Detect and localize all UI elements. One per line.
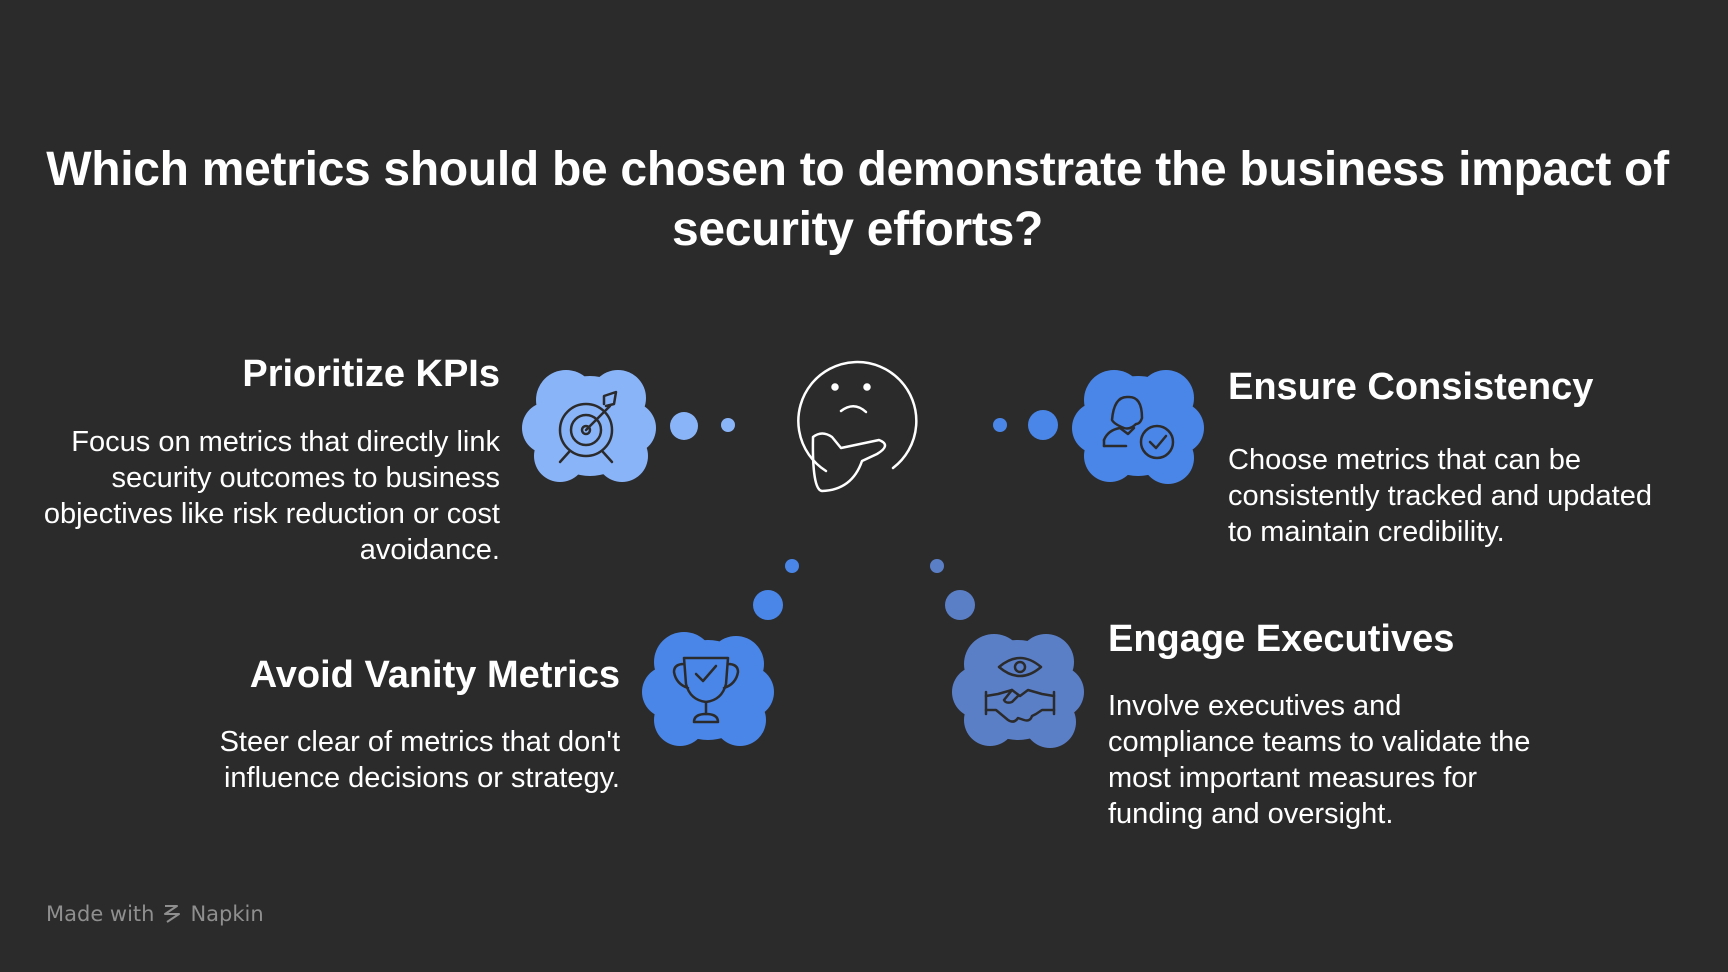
trophy-check-icon bbox=[672, 656, 740, 724]
page-title: Which metrics should be chosen to demons… bbox=[46, 143, 1669, 256]
user-check-icon bbox=[1102, 395, 1175, 460]
connector-dot bbox=[945, 590, 975, 620]
connector-dot bbox=[670, 412, 698, 440]
avoid-vanity-metrics-heading: Avoid Vanity Metrics bbox=[249, 654, 620, 696]
made-with-footer[interactable]: Made with Napkin bbox=[46, 902, 264, 926]
eye-handshake-icon bbox=[984, 656, 1056, 723]
engage-executives-heading: Engage Executives bbox=[1108, 618, 1455, 660]
connector-dot bbox=[753, 590, 783, 620]
engage-executives-description: Involve executives and compliance teams … bbox=[1108, 690, 1531, 830]
ensure-consistency-heading: Ensure Consistency bbox=[1228, 366, 1594, 408]
napkin-logo-icon bbox=[164, 905, 181, 923]
connector-dot bbox=[1028, 410, 1058, 440]
engage-executives-badge bbox=[952, 634, 1084, 748]
connector-dot bbox=[993, 418, 1007, 432]
prioritize-kpis-description: Focus on metrics that directly link secu… bbox=[43, 426, 500, 566]
prioritize-kpis-badge bbox=[522, 370, 656, 482]
prioritize-kpis-heading: Prioritize KPIs bbox=[242, 353, 500, 395]
ensure-consistency-badge bbox=[1072, 370, 1204, 484]
avoid-vanity-metrics-description: Steer clear of metrics that don't influe… bbox=[219, 726, 620, 794]
connector-dot bbox=[785, 559, 799, 573]
target-arrow-icon bbox=[558, 390, 618, 464]
thinking-face-icon bbox=[797, 360, 918, 493]
ensure-consistency-description: Choose metrics that can be consistently … bbox=[1228, 444, 1652, 548]
avoid-vanity-metrics-badge bbox=[642, 632, 774, 746]
connector-dot bbox=[930, 559, 944, 573]
connector-dots bbox=[670, 410, 1058, 620]
napkin-brand-label: Napkin bbox=[190, 902, 264, 926]
made-with-label: Made with bbox=[46, 902, 155, 926]
connector-dot bbox=[721, 418, 735, 432]
